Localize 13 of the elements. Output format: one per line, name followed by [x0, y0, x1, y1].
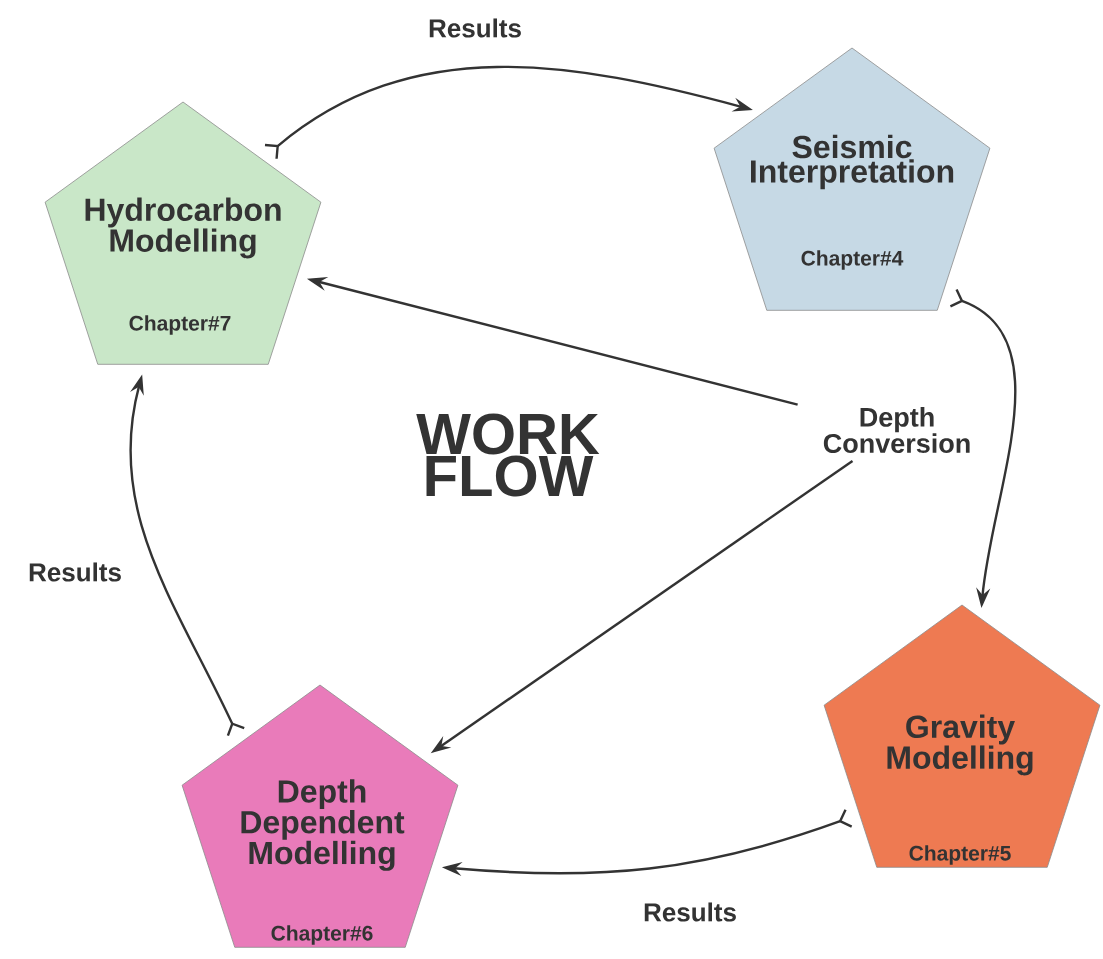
edge-label: Results [426, 16, 524, 40]
edge-label: Results [641, 900, 739, 924]
title: WORK FLOW [416, 413, 600, 497]
edge-label: Results [26, 560, 124, 584]
chapter-label: Chapter#7 [129, 315, 231, 335]
node-text: Depth Conversion [823, 407, 970, 453]
node-title: Seismic Interpretation [751, 134, 954, 190]
node-title: Depth Dependent Modelling [241, 779, 405, 871]
node-title: Gravity Modelling [887, 714, 1033, 776]
chapter-label: Chapter#5 [909, 845, 1011, 865]
chapter-label: Chapter#6 [271, 925, 373, 945]
node-title: Hydrocarbon Modelling [85, 197, 281, 259]
chapter-label: Chapter#4 [801, 250, 904, 270]
